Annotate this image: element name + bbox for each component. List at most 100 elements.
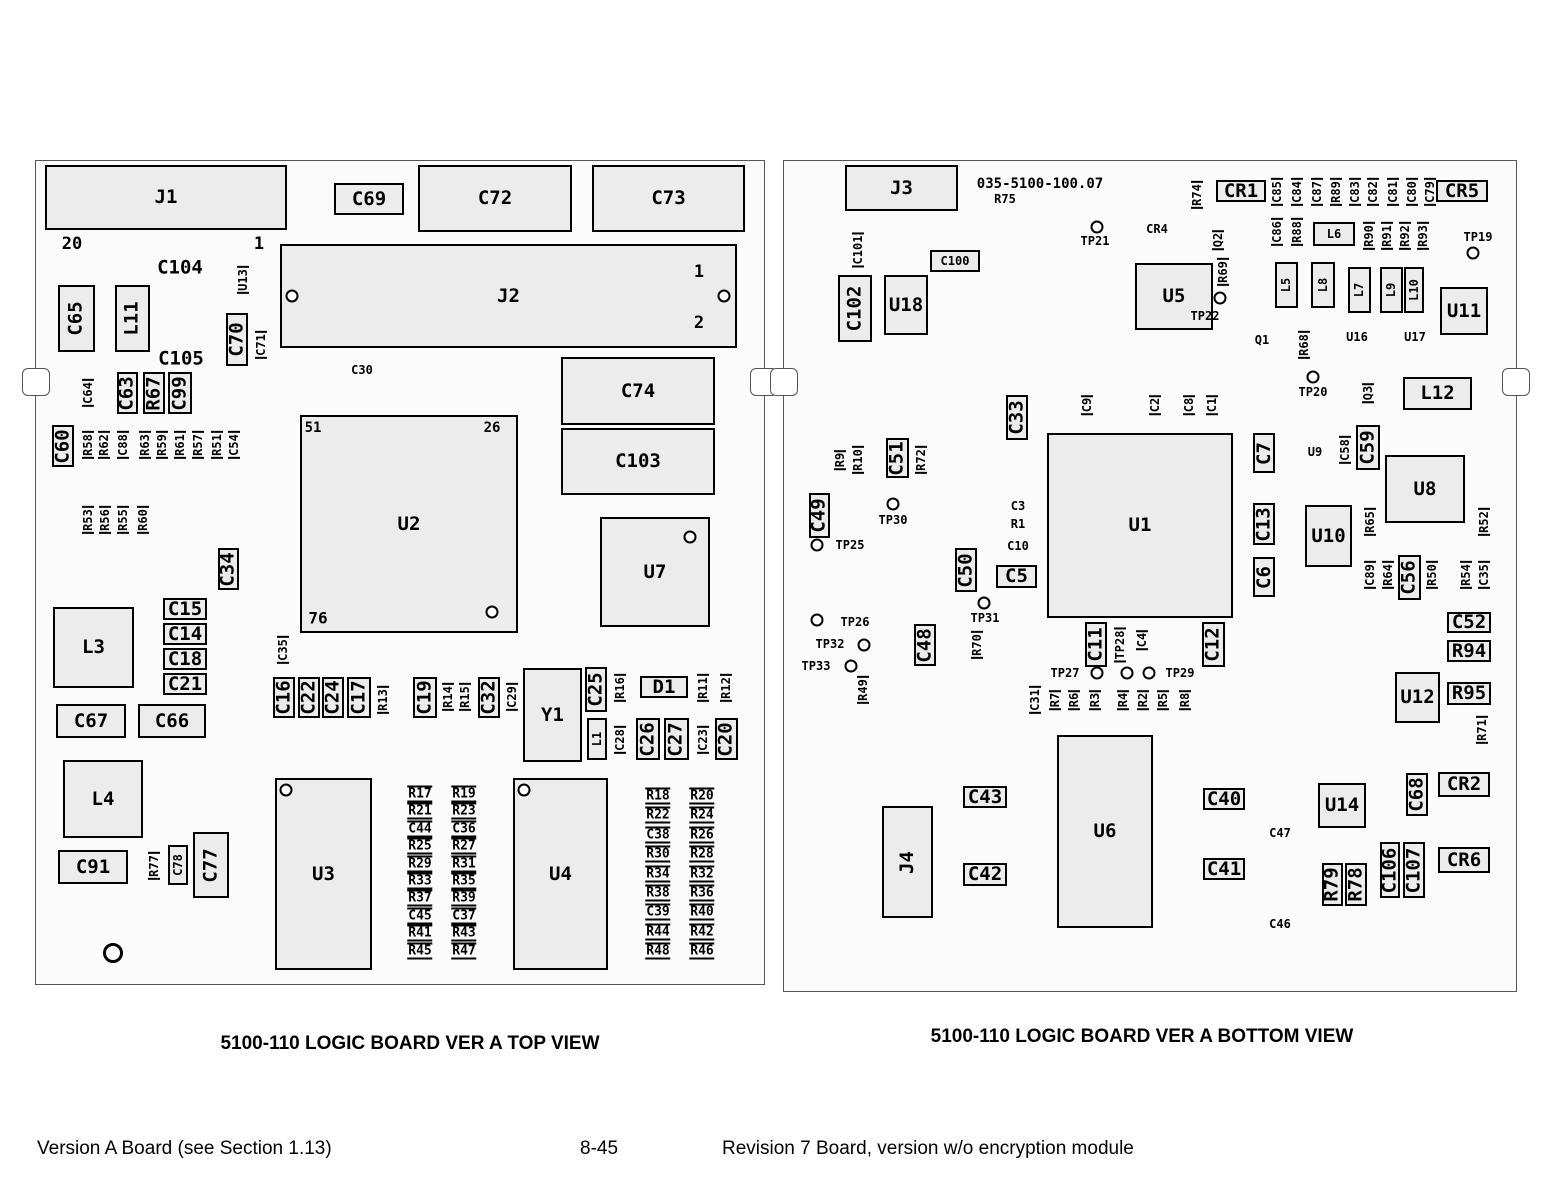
component-c65: C65 [58,285,95,352]
component-r63: R63 [138,431,152,459]
component-c23: C23 [696,726,710,754]
component-cr6: CR6 [1438,847,1490,873]
component-label: L10 [1407,279,1421,301]
component-r93: R93 [1416,222,1430,250]
component-c17: C17 [347,677,371,718]
component-c30: C30 [351,363,373,377]
component-r94: R94 [1447,640,1491,662]
component-u9: U9 [1307,445,1323,459]
component-label: U5 [1162,285,1186,307]
component-label: C5 [1005,565,1028,587]
component-r48: R48 [645,942,671,960]
component-label: U8 [1413,477,1437,500]
component-label: C26 [636,721,659,757]
test-point-icon [1306,370,1320,384]
component-l10: L10 [1404,267,1424,313]
component-r60: R60 [136,506,150,534]
component-c2: C2 [1148,394,1162,416]
component-label: C49 [808,498,831,533]
component-c38: C38 [645,826,671,844]
component-c72: C72 [418,165,572,232]
component-c32: C32 [478,677,500,718]
component-l6: L6 [1313,222,1355,246]
component-c78: C78 [168,845,188,885]
component-label: C42 [967,863,1003,885]
component-label: C65 [65,301,88,336]
component-label: C73 [651,187,686,209]
component-r4: R4 [1116,689,1130,711]
component-r9: R9 [833,449,847,471]
component-tp25: TP25 [835,538,865,552]
component-r29: R29 [407,855,433,873]
component-c81: C81 [1386,178,1400,206]
component-label: C15 [167,597,203,620]
test-point-icon [844,659,858,673]
component-r79: R79 [1321,863,1343,906]
component-label: C11 [1084,627,1107,662]
component-c64: C64 [81,379,95,407]
component-r71: R71 [1475,716,1489,744]
component-l8: L8 [1311,262,1335,308]
component-c56: C56 [1398,555,1421,600]
component-label: U18 [888,293,924,316]
component-label: C63 [116,375,139,411]
component-r11: R11 [696,674,710,702]
component-label: U10 [1311,524,1346,547]
component-r33: R33 [407,872,433,890]
component-label: C48 [913,627,936,663]
component-c25: C25 [585,667,607,712]
component-r42: R42 [689,923,715,941]
component-label: L4 [91,787,115,810]
component-label: L12 [1420,382,1455,404]
component-r45: R45 [407,942,433,960]
component-r2: R2 [1136,689,1150,711]
component-l3: L3 [53,607,134,688]
mounting-hole-icon [279,783,293,797]
test-point-icon [1142,666,1156,680]
component-c91: C91 [58,850,128,884]
component-label: C41 [1206,857,1242,880]
component-c66: C66 [138,704,206,738]
component-r70: R70 [970,631,984,659]
component-label: C32 [477,680,500,715]
component-u5: U5 [1135,263,1213,330]
component-tp20: TP20 [1298,385,1328,399]
component-label: C6 [1252,565,1275,589]
component-r14: R14 [441,683,455,711]
component-label: C103 [615,450,661,472]
component-c47: C47 [1269,826,1291,840]
component-label: CR1 [1223,179,1259,202]
component-label: J1 [154,186,178,208]
component-j2: J2 [280,244,737,348]
component-r91: R91 [1380,222,1394,250]
j2-pin-1-label: 1 [693,262,705,282]
component-c79: C79 [1423,178,1437,206]
component-c105: C105 [158,347,204,370]
component-tp28: TP28 [1113,627,1127,663]
component-c27: C27 [664,718,689,760]
component-c10: C10 [1007,539,1029,553]
component-u2: U2 [300,415,518,633]
component-label: C40 [1206,787,1242,810]
component-c74: C74 [561,357,715,425]
component-label: C66 [154,709,190,732]
component-label: J3 [890,176,913,199]
component-c101: C101 [851,232,865,268]
component-label: C67 [73,709,109,732]
component-label: C14 [167,622,203,645]
component-r41: R41 [407,924,433,942]
component-u6: U6 [1057,735,1153,928]
component-tp30: TP30 [878,513,908,527]
test-point-icon [1466,246,1480,260]
component-r55: R55 [116,506,130,534]
component-label: D1 [652,675,676,698]
component-label: C24 [321,680,344,715]
component-label: C51 [886,440,909,476]
component-label: U4 [549,862,572,885]
component-l12: L12 [1403,377,1472,410]
component-c41: C41 [1203,858,1245,880]
component-j1: J1 [45,165,287,230]
component-q1: Q1 [1254,333,1270,347]
component-r7: R7 [1048,689,1062,711]
component-l5: L5 [1275,262,1298,308]
